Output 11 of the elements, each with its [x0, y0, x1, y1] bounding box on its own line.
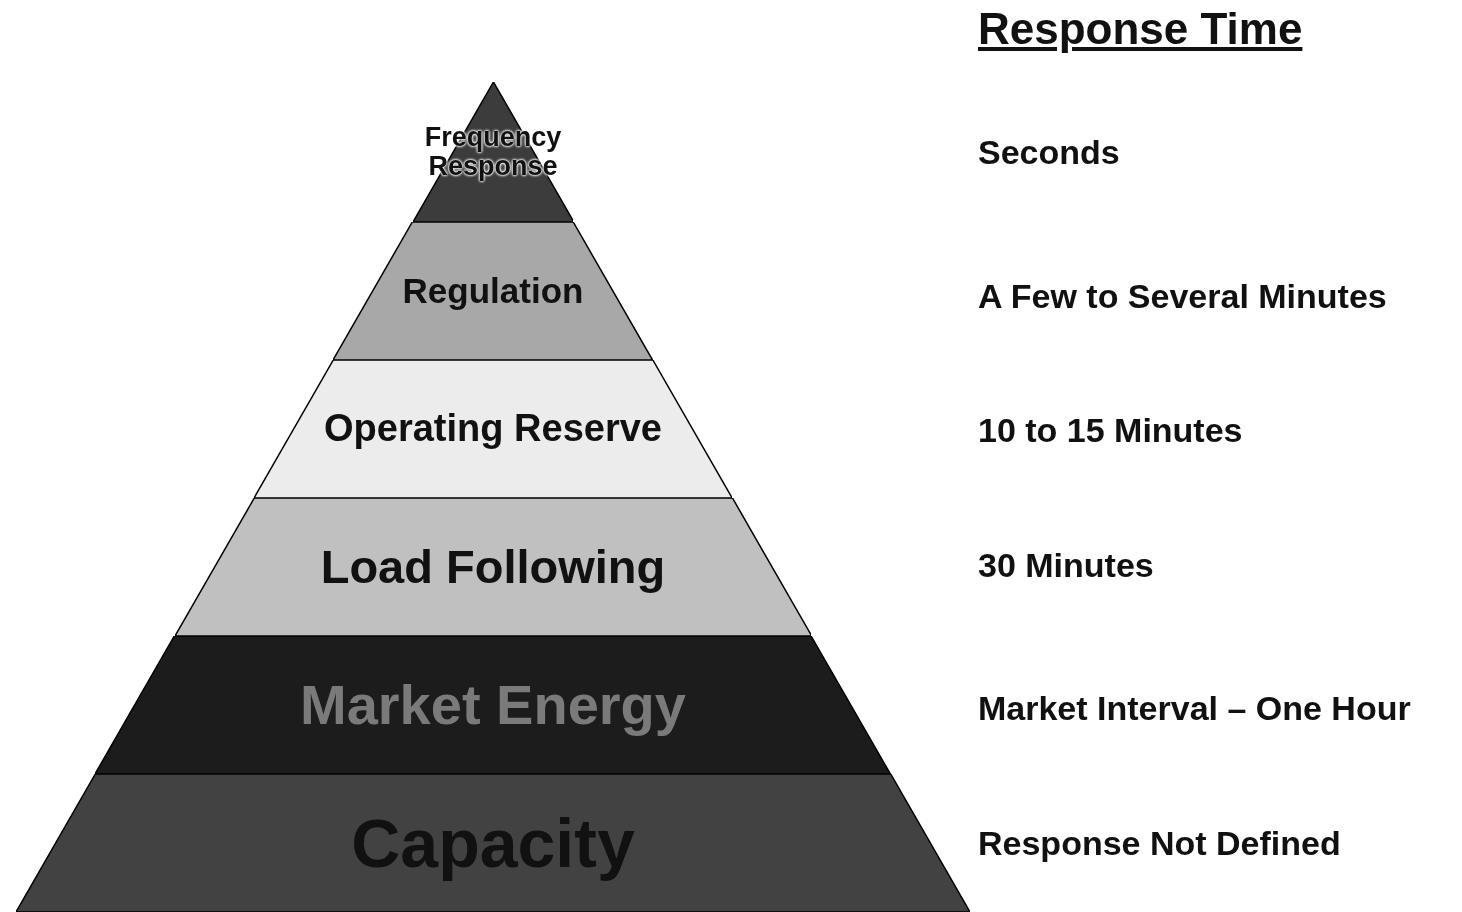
response-time-text: A Few to Several Minutes	[978, 276, 1387, 316]
layer-label: Operating Reserve	[323, 408, 663, 450]
layer-label: Regulation	[401, 271, 585, 310]
column-heading: Response Time	[978, 4, 1303, 54]
response-time-text: Response Not Defined	[978, 823, 1341, 863]
response-time-text: 30 Minutes	[978, 545, 1154, 585]
response-time-text: 10 to 15 Minutes	[978, 410, 1243, 450]
response-time-text: Market Interval – One Hour	[978, 688, 1411, 728]
response-time-text: Seconds	[978, 132, 1120, 172]
layer-label: Load Following	[319, 541, 667, 593]
layer-label: Market Energy	[299, 674, 687, 736]
